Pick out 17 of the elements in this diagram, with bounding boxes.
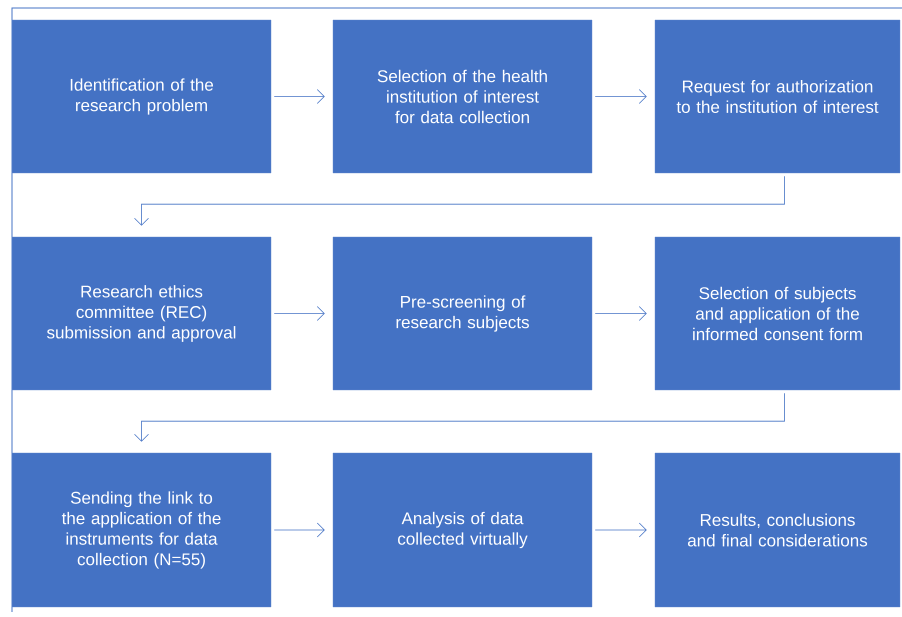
arrow xyxy=(134,176,785,226)
arrow xyxy=(134,392,785,442)
arrow xyxy=(594,306,647,321)
process-box: Pre-screening of research subjects xyxy=(332,236,592,390)
arrow xyxy=(594,89,647,104)
arrow xyxy=(274,522,325,538)
process-box: Research ethics committee (REC) submission and approval xyxy=(12,236,272,390)
arrow xyxy=(274,89,325,104)
arrow xyxy=(594,522,647,538)
process-box: Analysis of data collected virtually xyxy=(332,452,592,608)
process-box: Selection of the health institution of interest for data collection xyxy=(332,20,592,174)
arrow xyxy=(274,306,325,321)
process-box: Sending the link to the application of the instruments for data collection (N=55) xyxy=(12,452,272,608)
process-box: Results, conclusions and final considerations xyxy=(654,452,900,608)
process-box: Identification of the research problem xyxy=(12,20,272,174)
process-box: Selection of subjects and application of the informed consent form xyxy=(654,236,900,390)
process-box: Request for authorization to the institution of interest xyxy=(654,20,900,174)
